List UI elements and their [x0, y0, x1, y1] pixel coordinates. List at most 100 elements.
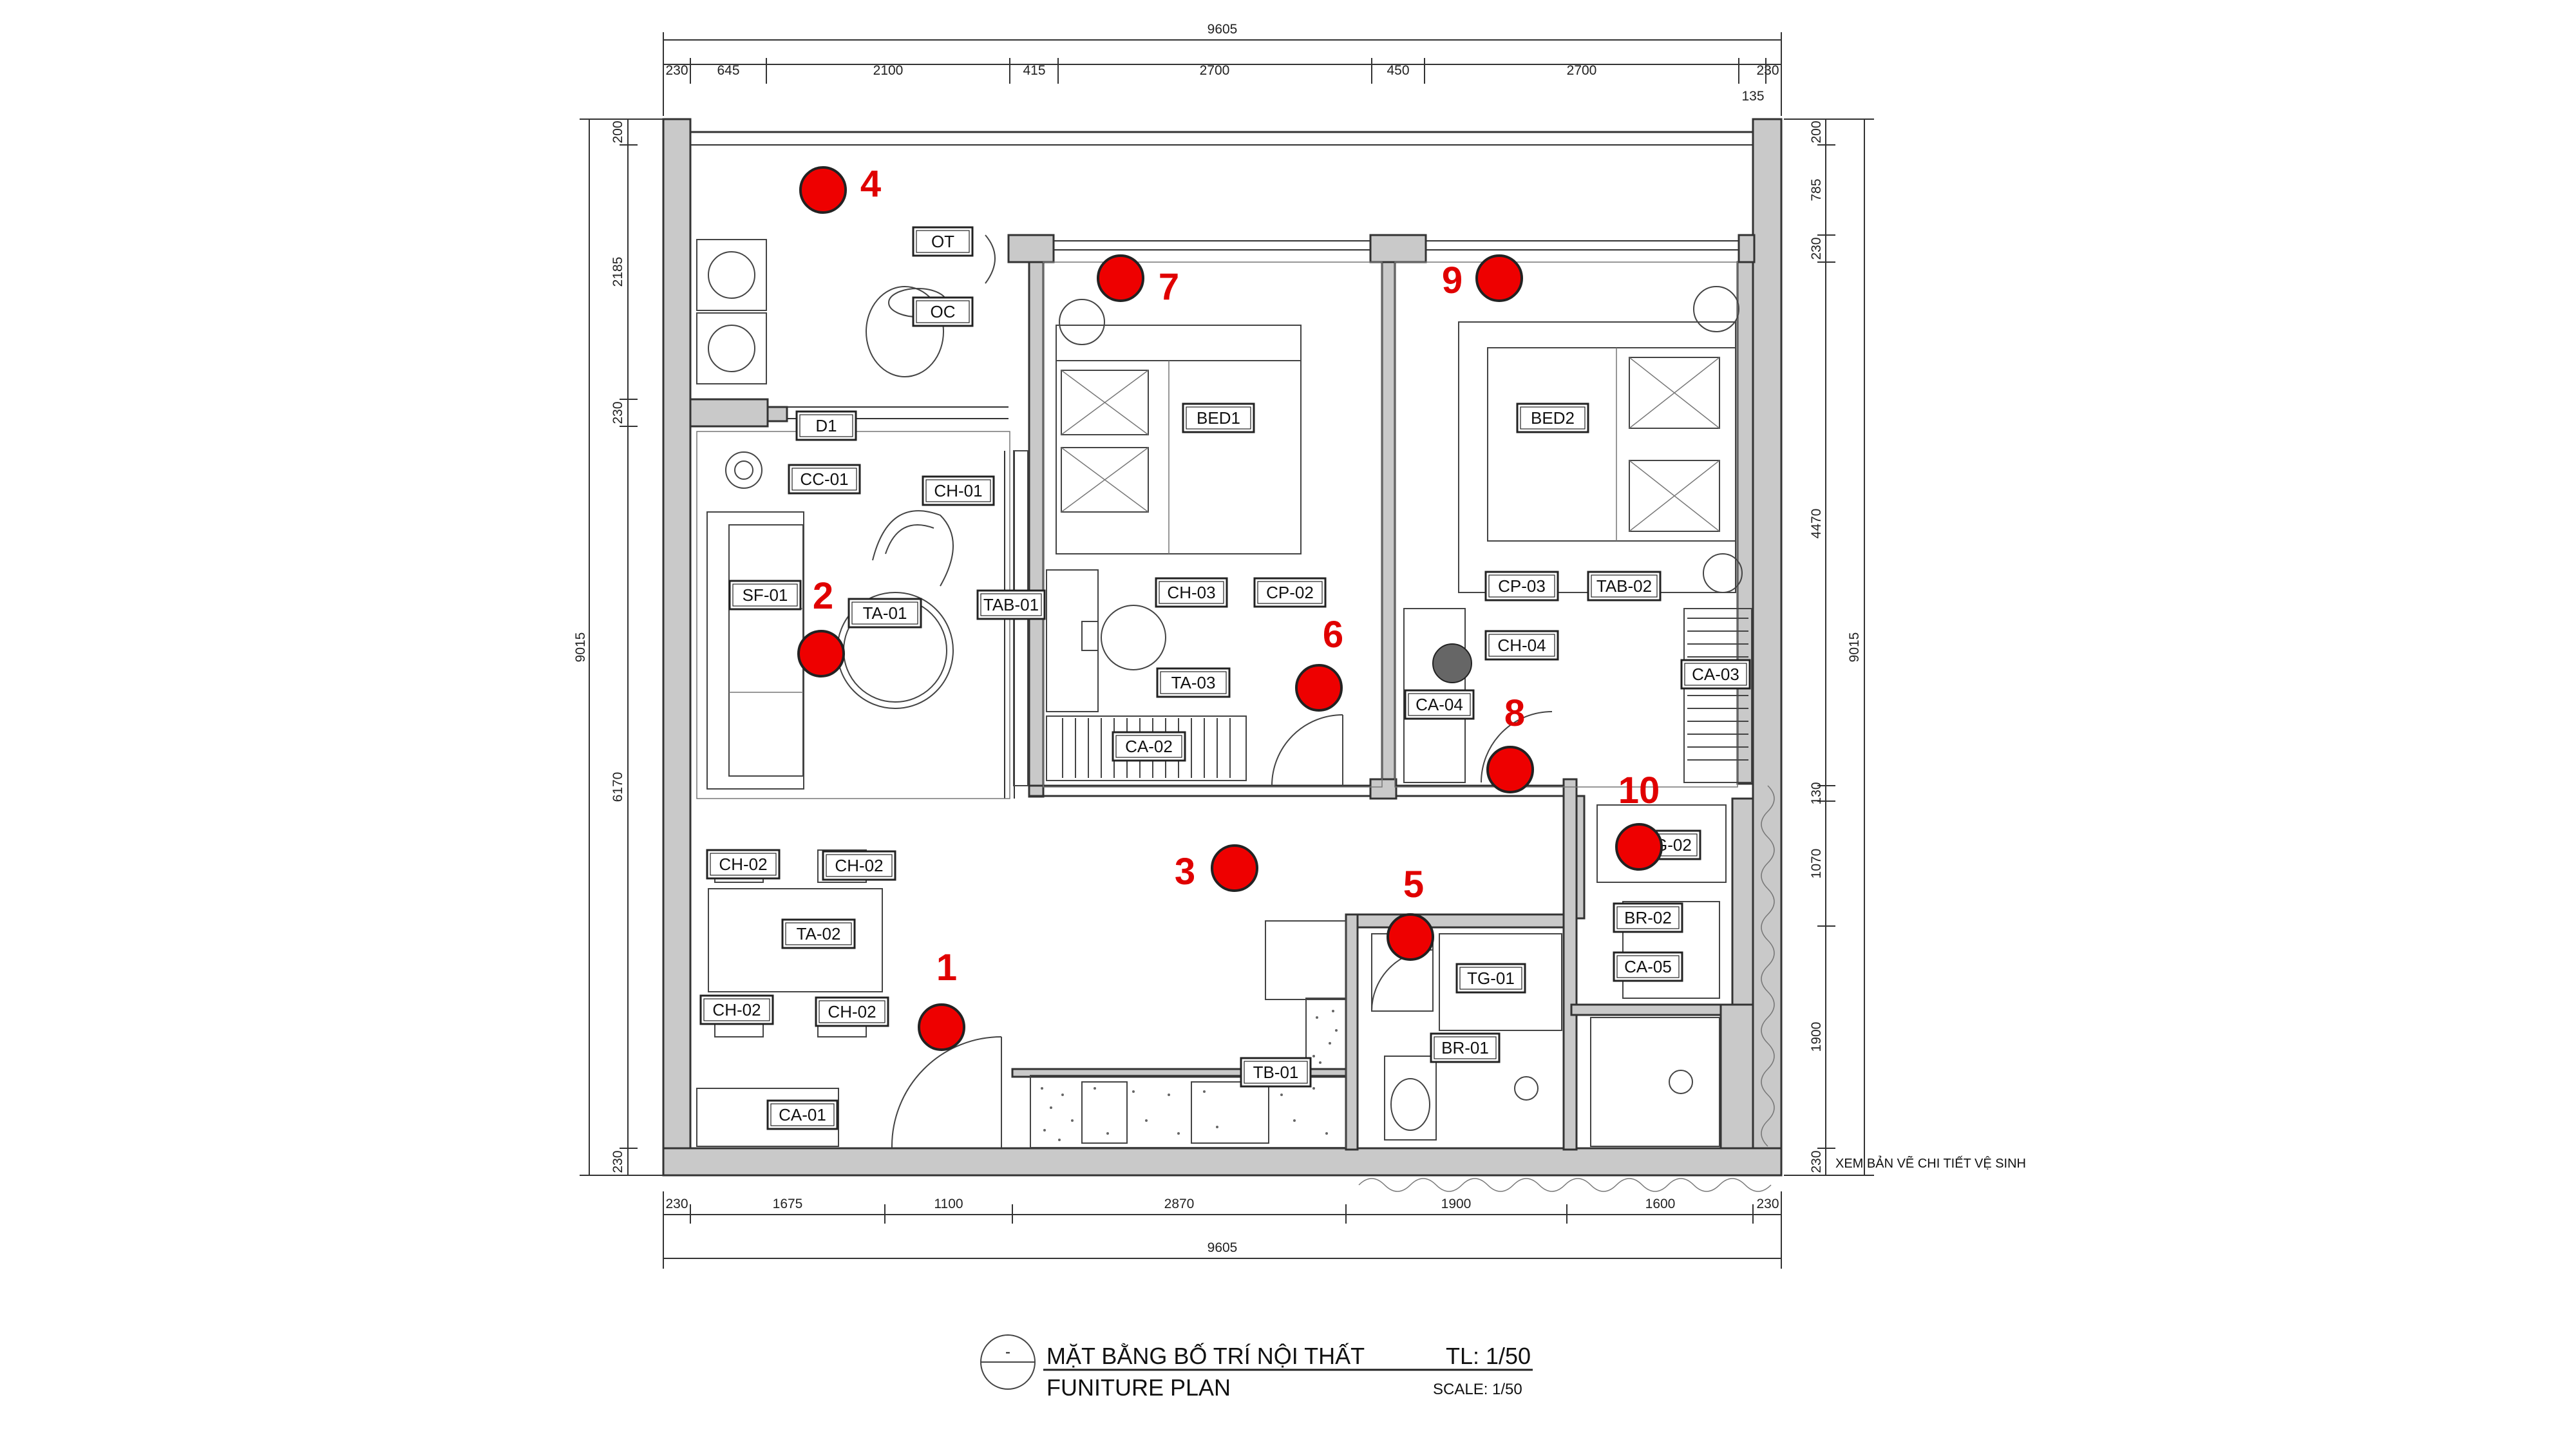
marker-3[interactable]: 3 — [1175, 844, 1258, 893]
dim-bottom-6: 230 — [1756, 1197, 1779, 1211]
marker-8[interactable]: 8 — [1486, 692, 1534, 793]
tag-label: CA-05 — [1624, 957, 1672, 976]
tag-label: CH-01 — [934, 481, 982, 500]
tag-label: CA-02 — [1125, 737, 1173, 756]
tag-label: CP-02 — [1266, 583, 1314, 602]
dim-top-1: 645 — [717, 63, 739, 78]
tag-ch01: CH-01 — [922, 475, 995, 506]
tag-cc01: CC-01 — [788, 464, 861, 495]
tag-label: TG-01 — [1467, 969, 1515, 988]
tag-ca01: CA-01 — [766, 1099, 838, 1130]
marker-number: 7 — [1159, 266, 1179, 308]
tag-sf01: SF-01 — [728, 580, 802, 611]
tag-label: OC — [931, 302, 956, 321]
tag-ch02d: CH-02 — [815, 996, 889, 1027]
tag-bed1: BED1 — [1182, 402, 1255, 433]
tag-label: CA-03 — [1692, 665, 1739, 684]
tag-ch03: CH-03 — [1155, 577, 1228, 608]
dim-right-2: 230 — [1809, 237, 1824, 260]
dim-right-6: 1900 — [1809, 1022, 1824, 1052]
title-block: - MẶT BẰNG BỐ TRÍ NỘI THẤT FUNITURE PLAN… — [980, 1334, 1533, 1401]
dim-right-total: 9015 — [1847, 632, 1862, 663]
dim-top-5: 450 — [1387, 63, 1409, 78]
tag-ta02: TA-02 — [781, 918, 856, 949]
tag-label: CP-03 — [1498, 576, 1546, 596]
tag-label: CC-01 — [800, 469, 848, 489]
marker-9[interactable]: 9 — [1442, 254, 1523, 302]
marker-1[interactable]: 1 — [918, 947, 965, 1051]
wc-detail-note: XEM BẢN VẼ CHI TIẾT VỆ SINH — [1835, 1155, 2026, 1171]
tag-label: BED1 — [1197, 408, 1240, 428]
tag-ch02c: CH-02 — [699, 994, 774, 1025]
dim-left-2: 230 — [611, 401, 625, 424]
dim-left-3: 6170 — [611, 772, 625, 802]
tag-tb01: TB-01 — [1240, 1057, 1312, 1088]
marker-number: 6 — [1323, 614, 1343, 656]
marker-number: 8 — [1504, 692, 1525, 734]
marker-number: 2 — [813, 575, 833, 617]
tag-ca02: CA-02 — [1112, 731, 1186, 762]
dim-right-3: 4470 — [1809, 509, 1824, 539]
dim-right-5: 1070 — [1809, 849, 1824, 879]
tag-ca03: CA-03 — [1680, 659, 1751, 690]
marker-number: 3 — [1175, 851, 1195, 893]
tag-tab02: TAB-02 — [1587, 571, 1662, 601]
dim-right-0: 200 — [1809, 120, 1824, 143]
marker-5[interactable]: 5 — [1387, 864, 1434, 961]
dim-bottom-0: 230 — [665, 1197, 688, 1211]
tag-label: CH-02 — [712, 1000, 761, 1019]
marker-number: 1 — [936, 947, 957, 989]
dim-bottom-5: 1600 — [1645, 1197, 1676, 1211]
dim-bottom-1: 1675 — [773, 1197, 803, 1211]
marker-4[interactable]: 4 — [799, 163, 881, 214]
dimension-right — [1784, 118, 1874, 1176]
tag-label: CA-01 — [779, 1105, 826, 1124]
dim-top-3: 415 — [1023, 63, 1045, 78]
tag-tab01: TAB-01 — [976, 589, 1046, 620]
tag-label: BR-01 — [1441, 1038, 1489, 1057]
tag-ch02b: CH-02 — [822, 850, 896, 881]
tag-br02: BR-02 — [1613, 902, 1683, 933]
dim-bottom-total: 9605 — [1208, 1240, 1238, 1255]
tag-label: BED2 — [1531, 408, 1575, 428]
marker-10[interactable]: 10 — [1615, 770, 1663, 871]
tag-ot: OT — [912, 226, 974, 257]
tag-cp02: CP-02 — [1253, 577, 1327, 608]
tag-d1: D1 — [795, 410, 857, 441]
tag-ch04: CH-04 — [1484, 630, 1559, 661]
tags: OT OC D1 CC-01 CH-01 SF-01 TA-01 TAB-01 — [699, 226, 1751, 1130]
dim-left-4: 230 — [611, 1150, 625, 1173]
dim-right-7: 230 — [1809, 1150, 1824, 1173]
tag-label: TAB-02 — [1596, 576, 1652, 596]
dim-top-total: 9605 — [1208, 22, 1238, 37]
dim-top-4: 2700 — [1200, 63, 1230, 78]
marker-7[interactable]: 7 — [1097, 254, 1179, 308]
furniture — [696, 234, 1775, 1192]
tag-label: OT — [931, 232, 954, 251]
view-markers: 1 2 3 4 5 6 7 8 — [797, 163, 1663, 1051]
tag-br01: BR-01 — [1430, 1032, 1501, 1063]
tag-label: CA-04 — [1416, 695, 1463, 714]
dim-left-1: 2185 — [611, 257, 625, 287]
tag-tg01: TG-01 — [1455, 963, 1526, 994]
tag-label: CH-02 — [835, 856, 883, 875]
dim-right-1: 785 — [1809, 178, 1824, 201]
tag-label: CH-02 — [719, 855, 767, 874]
tag-label: SF-01 — [743, 585, 788, 605]
tag-label: CH-04 — [1497, 636, 1546, 655]
tag-label: TA-03 — [1171, 673, 1216, 692]
dim-top-0: 230 — [665, 63, 688, 78]
marker-2[interactable]: 2 — [797, 575, 845, 677]
tag-ca05: CA-05 — [1613, 951, 1683, 982]
tag-label: TB-01 — [1253, 1063, 1299, 1082]
dim-left-total: 9015 — [573, 632, 588, 663]
tag-bed2: BED2 — [1516, 402, 1589, 433]
tag-label: D1 — [815, 416, 837, 435]
wall-bottom — [662, 1147, 1783, 1177]
dim-top-extra: 135 — [1741, 89, 1764, 104]
tag-cp03: CP-03 — [1484, 571, 1559, 601]
marker-6[interactable]: 6 — [1295, 614, 1343, 712]
title-scale-tl: TL: 1/50 — [1446, 1343, 1531, 1369]
wall-left — [662, 118, 692, 1177]
